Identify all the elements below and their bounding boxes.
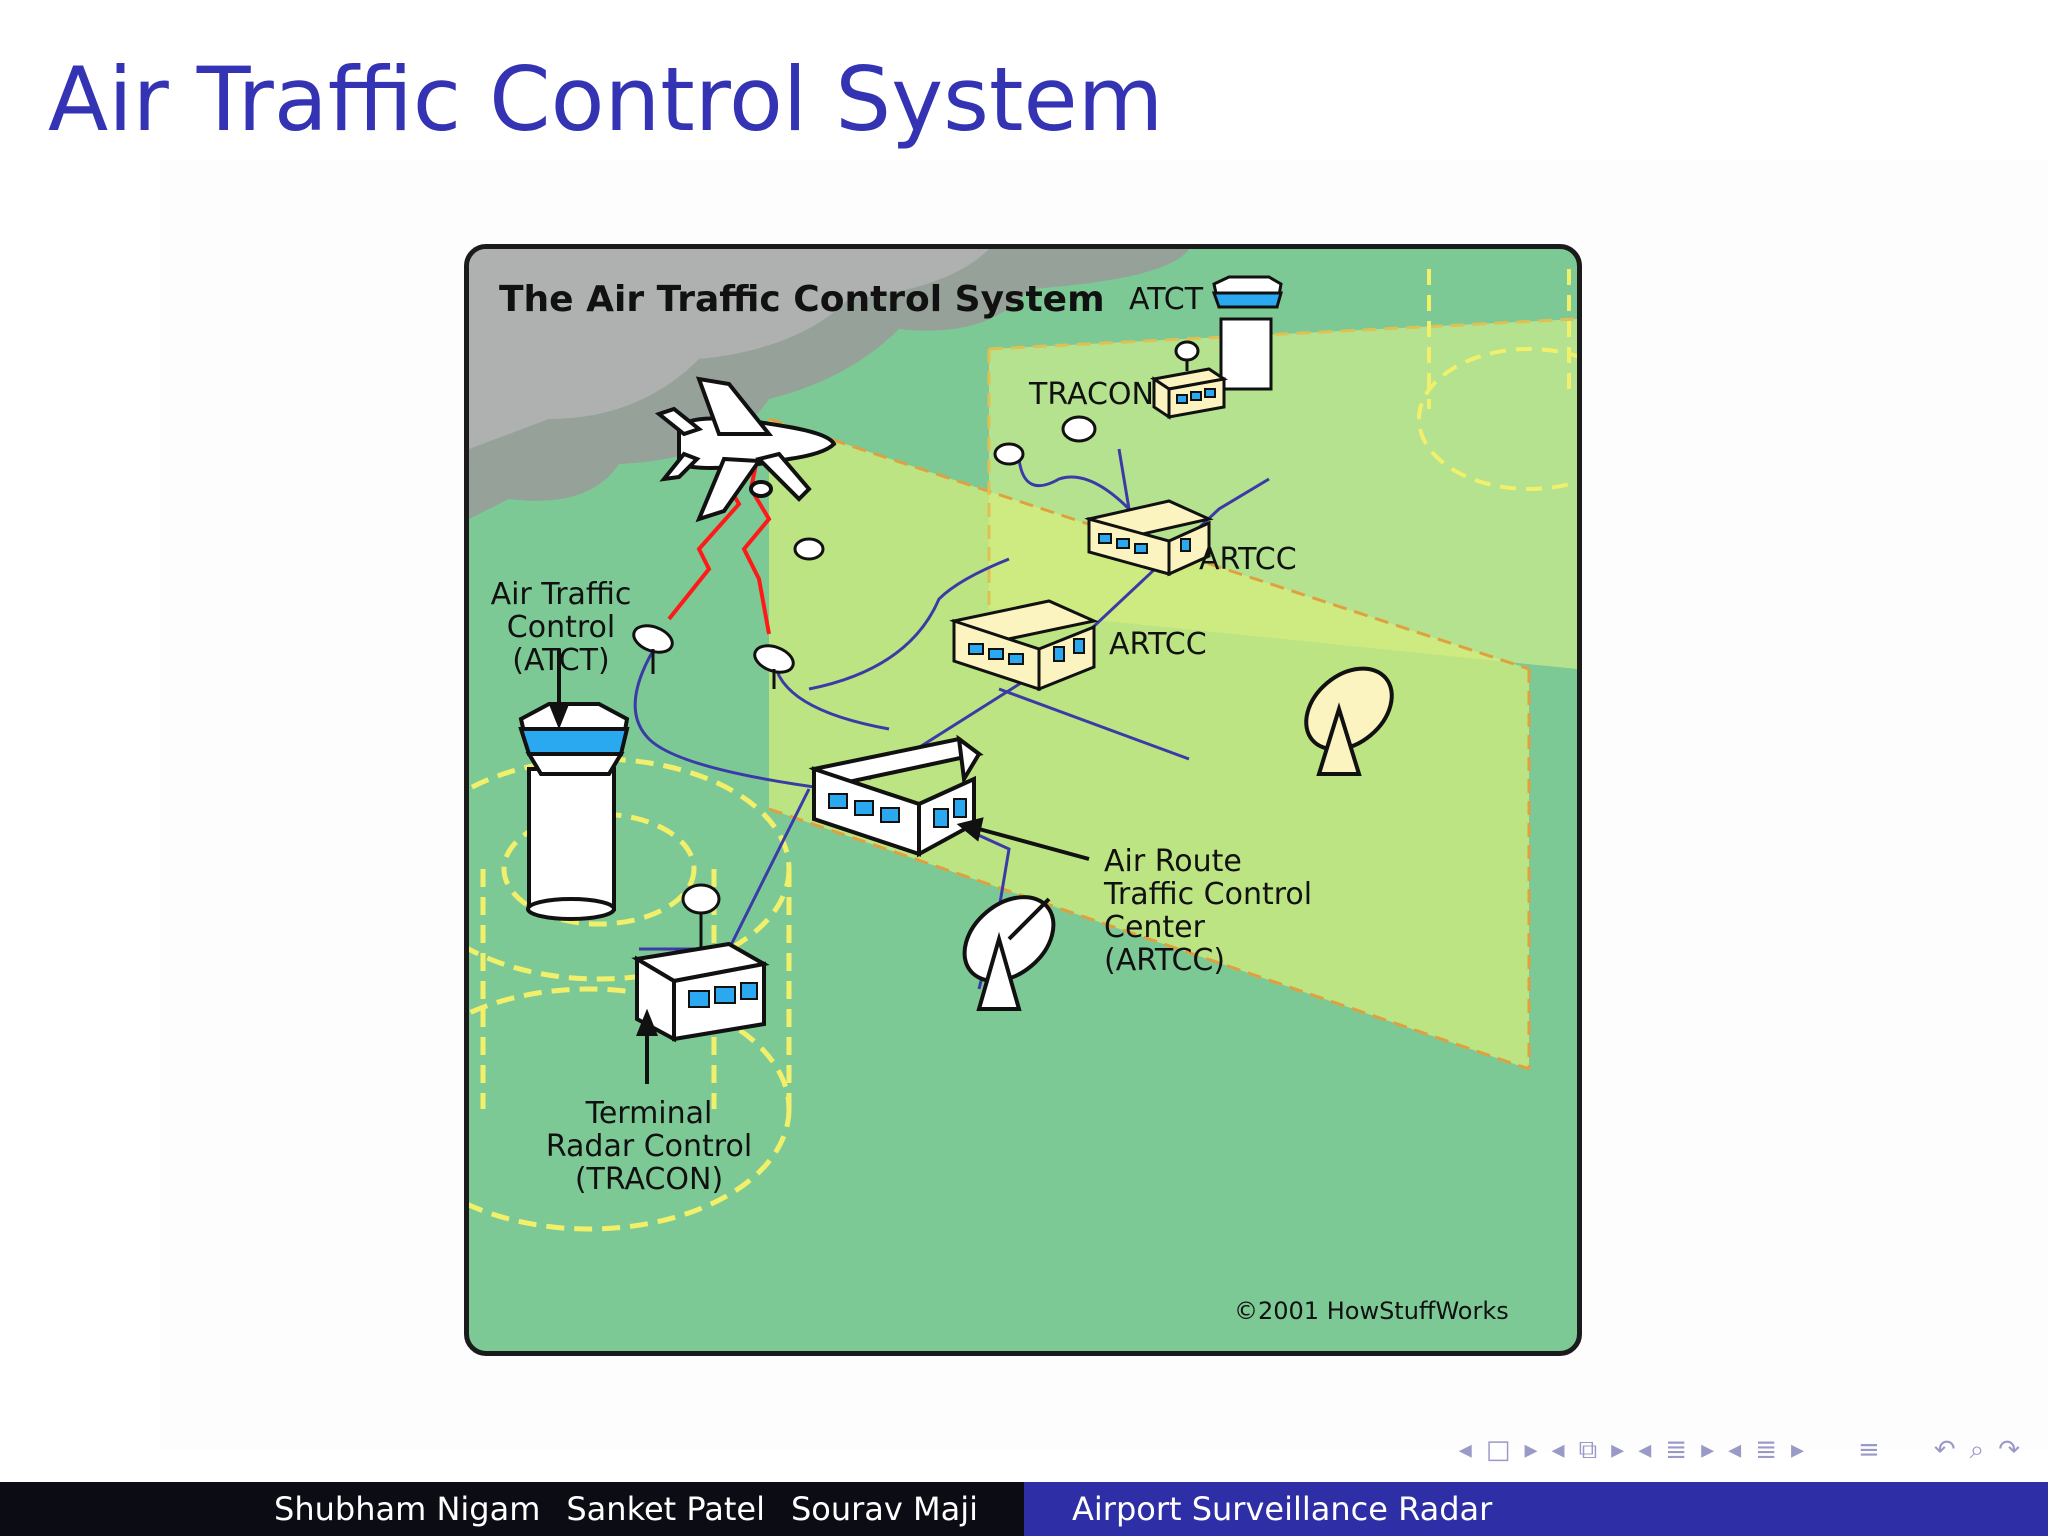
slide-footer: Shubham Nigam Sanket Patel Sourav Maji A…	[0, 1482, 2048, 1536]
pointer-arrows	[548, 649, 1090, 1084]
author-name: Sourav Maji	[790, 1490, 978, 1528]
nav-section-icon[interactable]: ≣	[1665, 1435, 1688, 1465]
nav-outline-icon[interactable]: ≡	[1858, 1435, 1880, 1465]
nav-prev-frame-icon[interactable]: ◂	[1458, 1435, 1472, 1465]
author-name: Sanket Patel	[566, 1490, 765, 1528]
label-artcc-line4: (ARTCC)	[1104, 943, 1225, 978]
nav-subsection-icon[interactable]: ⧉	[1578, 1434, 1598, 1465]
label-artcc-line2: Traffic Control	[1103, 877, 1312, 912]
label-atct-line1: Air Traffic	[491, 577, 632, 612]
artcc-main-building	[808, 734, 984, 858]
talk-title: Airport Surveillance Radar	[1072, 1490, 1493, 1528]
radar-dish-right	[1304, 666, 1394, 776]
label-artcc-line1: Air Route	[1104, 844, 1242, 879]
upper-airspace-rings	[1417, 269, 1577, 491]
tracon-building-top	[1150, 340, 1228, 420]
label-tracon-top: TRACON	[1028, 377, 1154, 412]
label-tracon-line2: Radar Control	[546, 1129, 752, 1164]
nav-part-icon[interactable]: ≣	[1755, 1435, 1777, 1465]
nav-undo-icon[interactable]: ↶	[1933, 1435, 1956, 1465]
footer-authors: Shubham Nigam Sanket Patel Sourav Maji	[0, 1482, 1024, 1536]
nav-next-subsection-icon[interactable]: ▸	[1611, 1435, 1625, 1465]
atct-tower	[518, 702, 630, 921]
radar-dish-lower	[962, 895, 1056, 1011]
label-artcc-middle: ARTCC	[1109, 627, 1207, 662]
label-atct-line3: (ATCT)	[512, 643, 609, 678]
slide-title: Air Traffic Control System	[48, 48, 1164, 151]
nav-next-section-icon[interactable]: ▸	[1701, 1435, 1715, 1465]
label-atct-top: ATCT	[1129, 282, 1204, 317]
nav-next-frame-icon[interactable]: ▸	[1524, 1435, 1538, 1465]
tracon-building	[631, 883, 770, 1043]
label-artcc-upper: ARTCC	[1199, 542, 1297, 577]
nav-prev-part-icon[interactable]: ◂	[1728, 1435, 1742, 1465]
atct-tower-top	[1211, 275, 1283, 391]
nav-frame-icon[interactable]: □	[1485, 1435, 1511, 1465]
footer-talk-title: Airport Surveillance Radar	[1024, 1482, 2048, 1536]
nav-find-icon[interactable]: ⌕	[1969, 1434, 1985, 1465]
antennas	[632, 415, 1097, 689]
author-name: Shubham Nigam	[274, 1490, 541, 1528]
diagram-heading: The Air Traffic Control System	[499, 279, 1105, 320]
label-artcc-line3: Center	[1104, 910, 1206, 945]
label-tracon-line3: (TRACON)	[575, 1162, 723, 1197]
nav-prev-subsection-icon[interactable]: ◂	[1551, 1435, 1565, 1465]
label-tracon-line1: Terminal	[585, 1096, 713, 1131]
navigation-controls: ◂ □ ▸ ◂ ⧉ ▸ ◂ ≣ ▸ ◂ ≣ ▸ ≡ ↶ ⌕ ↷	[1459, 1432, 2020, 1468]
copyright-text: ©2001 HowStuffWorks	[1234, 1297, 1509, 1325]
nav-redo-icon[interactable]: ↷	[1998, 1435, 2020, 1465]
label-atct-line2: Control	[507, 610, 615, 645]
artcc-middle-building	[949, 599, 1099, 692]
nav-prev-section-icon[interactable]: ◂	[1638, 1435, 1652, 1465]
nav-next-part-icon[interactable]: ▸	[1790, 1435, 1805, 1465]
atc-diagram: The Air Traffic Control System ATCT TRAC…	[464, 244, 1582, 1356]
airplane-icon	[654, 376, 837, 523]
artcc-upper-building	[1084, 499, 1214, 577]
